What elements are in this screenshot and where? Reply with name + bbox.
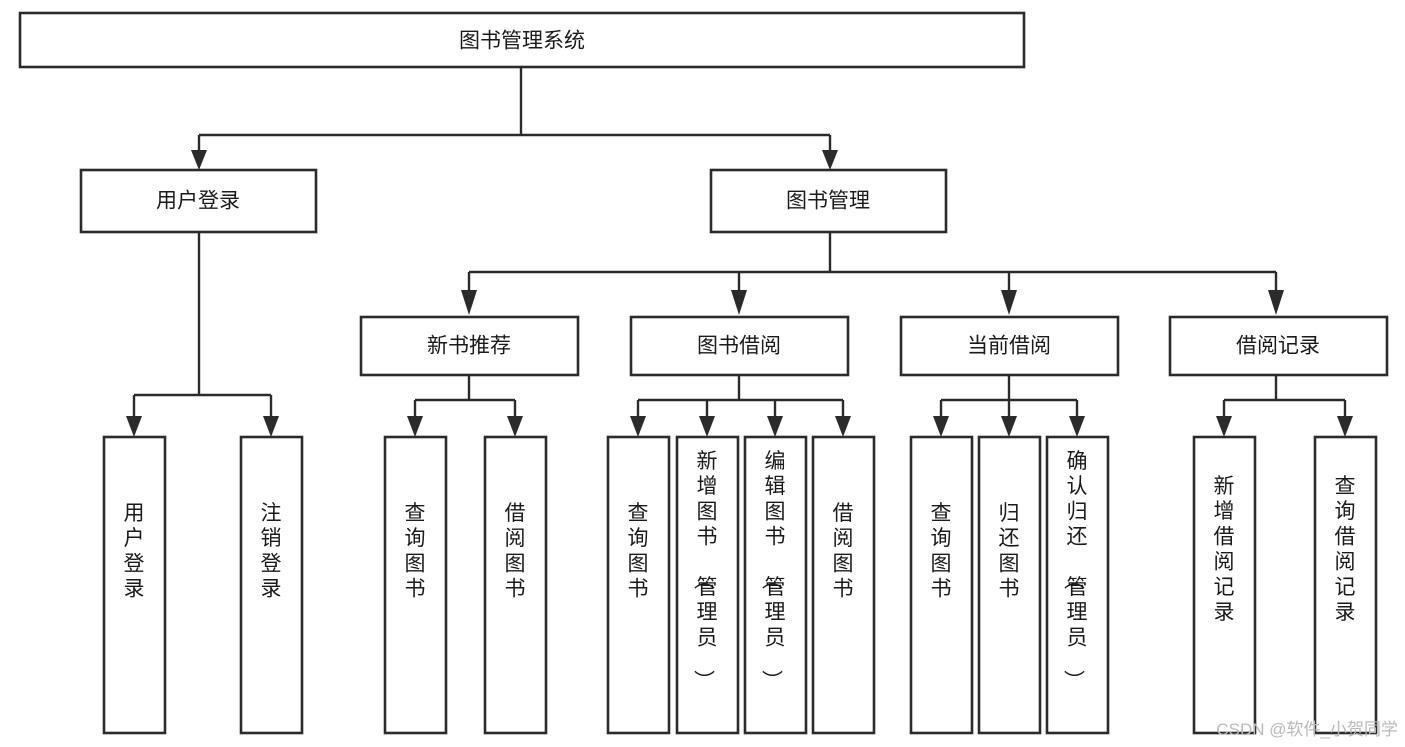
arrow-head-book-borrow [731,290,747,315]
node-root-label: 图书管理系统 [459,30,585,53]
node-leaf-edit-book[interactable]: 编辑图书（管理员） [743,435,808,735]
node-leaf-query-book-1[interactable]: 查询图书 [383,435,448,735]
node-leaf-return-book-box[interactable] [977,435,1042,735]
node-leaf-add-record-box[interactable] [1192,435,1257,735]
node-leaf-confirm-return-box[interactable] [1045,435,1110,735]
node-leaf-logout-login-label: 注销登录 [261,502,282,601]
node-root-box[interactable] [18,11,1026,69]
arrow-head-leaf-query-book-3 [933,416,949,437]
node-book-borrow-label: 图书借阅 [697,335,781,358]
node-leaf-query-book-3-box[interactable] [909,435,974,735]
arrow-head-leaf-edit-book [767,416,783,437]
node-leaf-query-book-2[interactable]: 查询图书 [606,435,671,735]
arrow-head-current-borrow [1001,290,1017,315]
node-leaf-borrow-book-2-label: 借阅图书 [833,502,854,601]
node-leaf-user-login-box[interactable] [102,435,167,735]
arrow-head-leaf-borrow-book-1 [507,416,523,437]
node-leaf-query-book-2-box[interactable] [606,435,671,735]
arrow-head-borrow-record [1268,290,1284,315]
node-leaf-user-login[interactable]: 用户登录 [102,435,167,735]
arrow-head-new-book-recommend [461,290,477,315]
arrow-head-leaf-query-book-2 [630,416,646,437]
node-leaf-confirm-return[interactable]: 确认归还（管理员） [1045,435,1110,735]
arrow-head-leaf-user-login [126,416,142,437]
node-leaf-user-login-label: 用户登录 [124,502,145,601]
node-leaf-query-record-label: 查询借阅记录 [1335,475,1356,624]
node-leaf-query-book-1-label: 查询图书 [405,502,426,601]
node-current-borrow-box[interactable] [899,315,1120,377]
arrow-head-leaf-add-record [1216,416,1232,437]
node-leaf-add-book-box[interactable] [675,435,740,735]
node-book-manage-box[interactable] [709,168,948,234]
node-leaf-borrow-book-1-box[interactable] [483,435,548,735]
node-book-borrow-box[interactable] [629,315,850,377]
arrow-head-book-manage [822,150,838,170]
node-leaf-edit-book-label: 编辑图书（管理员） [760,450,786,691]
arrow-head-leaf-borrow-book-2 [835,416,851,437]
arrow-head-leaf-return-book [1001,416,1017,437]
node-root[interactable]: 图书管理系统 [18,11,1026,69]
node-current-borrow-label: 当前借阅 [967,335,1051,358]
node-leaf-logout-login[interactable]: 注销登录 [239,435,304,735]
csdn-watermark: CSDN @软件_小贺同学 [1216,720,1398,739]
node-user-login-box[interactable] [79,168,318,234]
node-leaf-query-record[interactable]: 查询借阅记录 [1313,435,1378,735]
node-user-login[interactable]: 用户登录 [79,168,318,234]
arrow-head-leaf-logout-login [263,416,279,437]
node-new-book-recommend[interactable]: 新书推荐 [359,315,580,377]
node-leaf-query-book-3-label: 查询图书 [931,502,952,601]
leaf-layer: 用户登录 注销登录 查询图书 借阅图书 查询图书 新增图书（管理员） [102,435,1378,735]
arrow-head-leaf-confirm-return [1069,416,1085,437]
node-current-borrow[interactable]: 当前借阅 [899,315,1120,377]
node-book-manage-label: 图书管理 [786,190,870,213]
node-leaf-query-book-3[interactable]: 查询图书 [909,435,974,735]
node-leaf-borrow-book-1[interactable]: 借阅图书 [483,435,548,735]
connector-layer [126,67,1353,437]
node-leaf-add-record-label: 新增借阅记录 [1214,475,1235,624]
node-leaf-add-record[interactable]: 新增借阅记录 [1192,435,1257,735]
node-borrow-record-box[interactable] [1168,315,1389,377]
node-leaf-borrow-book-2-box[interactable] [811,435,876,735]
node-leaf-return-book-label: 归还图书 [999,502,1020,601]
node-leaf-borrow-book-2[interactable]: 借阅图书 [811,435,876,735]
node-book-borrow[interactable]: 图书借阅 [629,315,850,377]
node-leaf-query-book-2-label: 查询图书 [628,502,649,601]
node-leaf-add-book[interactable]: 新增图书（管理员） [675,435,740,735]
node-leaf-edit-book-box[interactable] [743,435,808,735]
node-new-book-recommend-label: 新书推荐 [427,335,511,358]
node-new-book-recommend-box[interactable] [359,315,580,377]
node-leaf-add-book-label: 新增图书（管理员） [692,450,718,691]
arrow-head-leaf-query-record [1337,416,1353,437]
node-leaf-confirm-return-label: 确认归还（管理员） [1062,450,1088,691]
node-borrow-record-label: 借阅记录 [1236,335,1320,358]
arrow-head-user-login [191,150,207,170]
node-leaf-query-record-box[interactable] [1313,435,1378,735]
node-borrow-record[interactable]: 借阅记录 [1168,315,1389,377]
node-leaf-query-book-1-box[interactable] [383,435,448,735]
node-book-manage[interactable]: 图书管理 [709,168,948,234]
node-leaf-borrow-book-1-label: 借阅图书 [505,502,526,601]
node-leaf-logout-login-box[interactable] [239,435,304,735]
node-user-login-label: 用户登录 [156,190,240,213]
node-leaf-return-book[interactable]: 归还图书 [977,435,1042,735]
arrow-head-leaf-query-book-1 [407,416,423,437]
arrow-head-leaf-add-book [699,416,715,437]
